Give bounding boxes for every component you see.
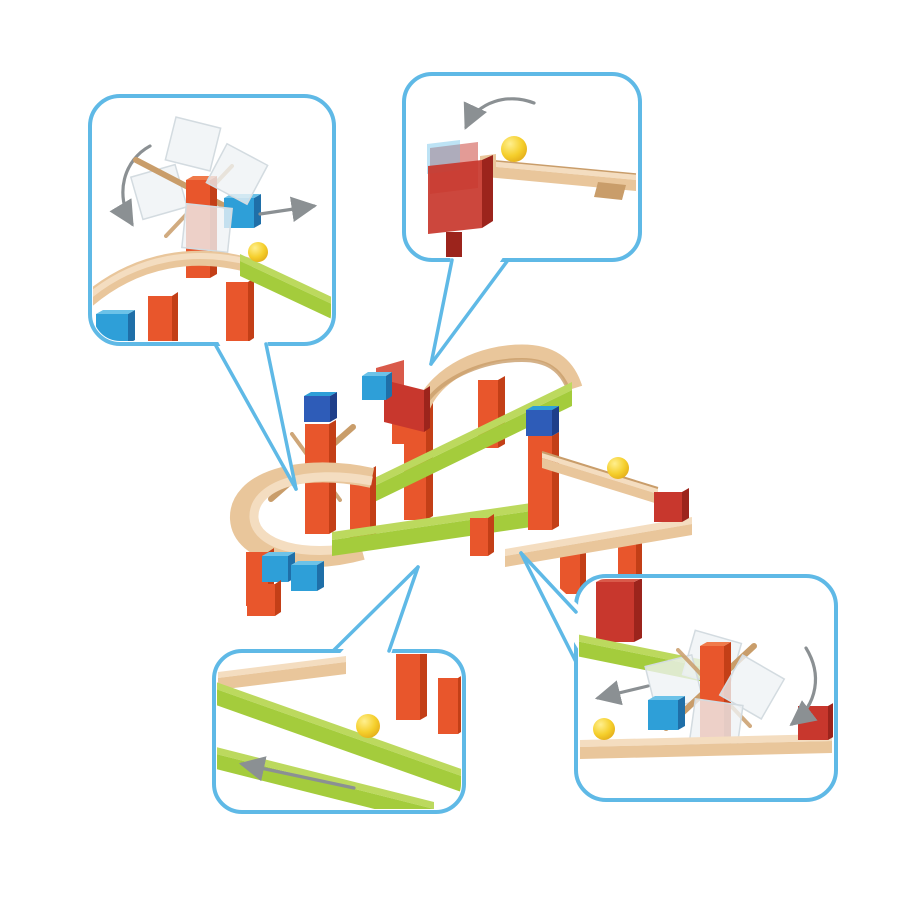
red-end-block xyxy=(798,702,833,740)
blue-cube xyxy=(648,696,685,730)
windmill-paddle xyxy=(205,142,269,206)
curved-wooden-track xyxy=(93,250,255,306)
green-ramp xyxy=(240,254,331,320)
lower-green-ramp xyxy=(332,500,552,556)
curved-arrow-icon xyxy=(789,646,818,726)
base-wooden-track xyxy=(505,517,692,567)
callout-bottom-left xyxy=(212,565,466,814)
marble-run-assembly xyxy=(230,344,692,616)
base-support-post xyxy=(618,539,642,582)
base-orange-block xyxy=(247,580,281,616)
right-blue-cube xyxy=(526,406,559,436)
curved-arrow-icon xyxy=(109,144,152,227)
left-arrow-icon xyxy=(594,680,650,706)
yellow-marble xyxy=(248,242,268,262)
red-end-block xyxy=(654,488,689,522)
wooden-track xyxy=(580,734,832,759)
callout-bottom-right xyxy=(519,551,838,802)
green-ramp xyxy=(217,682,461,793)
yellow-marble xyxy=(356,714,380,738)
top-curved-track xyxy=(416,344,583,412)
wooden-beam xyxy=(218,656,346,690)
right-orange-post xyxy=(528,432,559,530)
upper-green-ramp xyxy=(362,382,572,508)
elevated-wooden-track xyxy=(541,451,659,504)
callout-tail xyxy=(521,553,586,662)
curved-arrow-icon xyxy=(463,97,536,130)
yellow-marble xyxy=(501,136,527,162)
orange-post xyxy=(438,674,461,734)
ramp-support-post xyxy=(470,514,494,556)
right-arrow-icon xyxy=(258,196,318,222)
left-arrow-icon xyxy=(238,756,356,790)
red-catcher-bin xyxy=(427,140,496,257)
base-blue-cube xyxy=(291,561,324,591)
orange-post xyxy=(226,278,254,341)
uturn-track xyxy=(230,462,375,568)
track-support xyxy=(594,182,626,200)
callout-top-center xyxy=(402,72,642,366)
uturn-support-post xyxy=(350,466,376,544)
gate-blue-cube xyxy=(362,372,392,400)
orange-post xyxy=(148,292,178,341)
yellow-marble xyxy=(607,457,629,479)
windmill-paddle xyxy=(181,202,233,254)
orange-post xyxy=(396,654,427,720)
yellow-marble xyxy=(593,718,615,740)
base-blue-cube xyxy=(262,552,295,582)
callout-tail xyxy=(333,567,418,661)
blue-cube xyxy=(304,392,337,422)
callout-top-left xyxy=(88,94,336,491)
windmill-paddle xyxy=(164,116,222,172)
red-block xyxy=(596,579,642,642)
